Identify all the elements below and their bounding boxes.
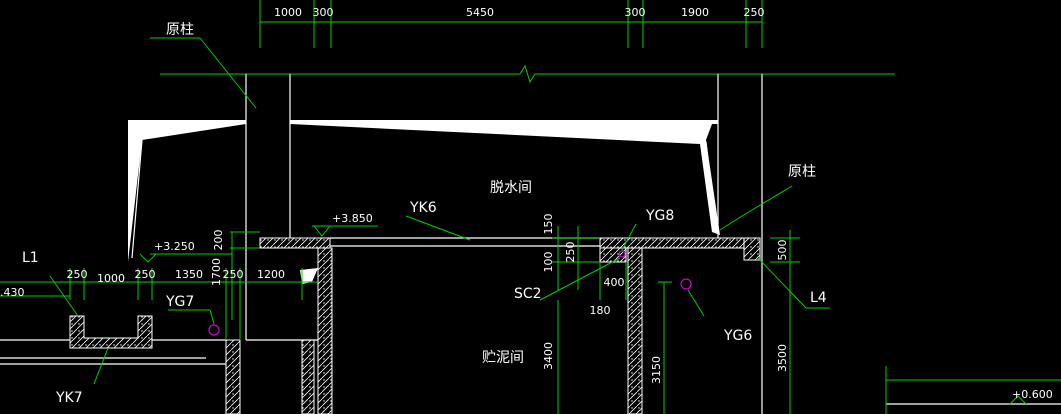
dim-300-top-right: 300 [625, 6, 646, 19]
dim-250-top: 250 [744, 6, 765, 19]
dim-3400-vertical: 3400 [542, 342, 555, 370]
dim-150-vertical: 150 [542, 214, 555, 235]
label-dewatering-room: 脱水间 [490, 180, 532, 196]
label-sludge-room: 贮泥间 [482, 350, 524, 366]
dim-1000: 1000 [97, 272, 125, 285]
elevation-0600: +0.600 [1012, 388, 1053, 401]
dim-300-top-left: 300 [313, 6, 334, 19]
dim-1200: 1200 [257, 268, 285, 281]
dimension-lines [0, 225, 800, 414]
dim-3500-vertical: 3500 [776, 344, 789, 372]
label-original-column-left: 原柱 [166, 22, 194, 38]
dim-3150-vertical: 3150 [650, 356, 663, 384]
dim-1700-vertical: 1700 [210, 258, 223, 286]
label-sc2: SC2 [514, 286, 542, 302]
label-original-column-right: 原柱 [788, 164, 816, 180]
concrete-walls [225, 247, 643, 414]
dim-1900-top: 1900 [681, 6, 709, 19]
dim-1350: 1350 [175, 268, 203, 281]
label-yk7: YK7 [55, 390, 83, 406]
slab-yk6 [259, 237, 761, 284]
break-line [160, 64, 895, 84]
original-columns [245, 74, 763, 414]
dim-5450-top: 5450 [466, 6, 494, 19]
dim-250c: 250 [223, 268, 244, 281]
anchor-markers [208, 250, 692, 336]
dim-100-vertical: 100 [542, 252, 555, 273]
dim-200-vertical: 200 [212, 230, 225, 251]
roof-slab [128, 120, 720, 262]
channel-l1 [0, 315, 226, 365]
elevation-left-cut: .430 [0, 286, 25, 299]
dim-250a: 250 [67, 268, 88, 281]
dim-250b: 250 [135, 268, 156, 281]
dim-250-vertical: 250 [564, 242, 577, 263]
label-l4: L4 [810, 290, 827, 306]
dim-500-vertical: 500 [776, 240, 789, 261]
top-dimension-chain: 1000 300 5450 300 1900 250 [259, 0, 765, 48]
ground-line-right [885, 366, 1061, 414]
label-l1: L1 [22, 250, 39, 266]
dim-1000-top: 1000 [274, 6, 302, 19]
dim-400: 400 [604, 276, 625, 289]
label-yk6: YK6 [409, 200, 437, 216]
label-yg8: YG8 [645, 208, 674, 224]
elevation-3850: +3.850 [332, 212, 373, 225]
label-yg6: YG6 [723, 328, 752, 344]
leader-lines [49, 37, 830, 385]
dim-180: 180 [590, 304, 611, 317]
elevation-3250: +3.250 [154, 240, 195, 253]
label-yg7: YG7 [165, 294, 194, 310]
